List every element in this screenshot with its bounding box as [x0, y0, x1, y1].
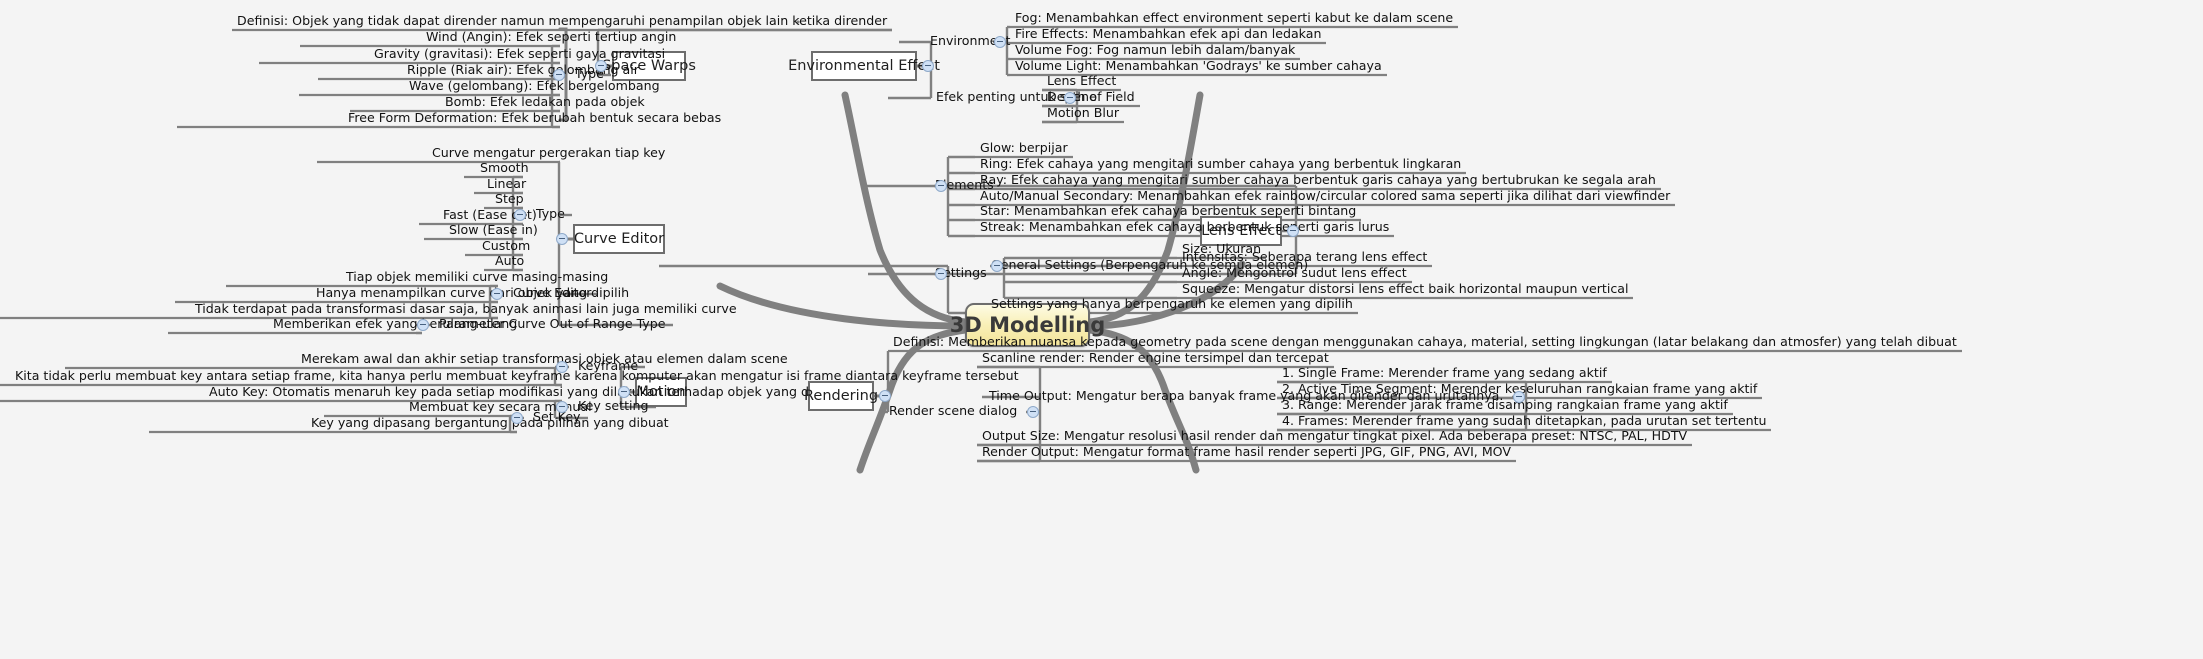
node-ffd[interactable]: Free Form Deformation: Efek berubah bent…: [348, 110, 722, 125]
root-node[interactable]: 3D Modelling: [950, 303, 1105, 347]
collapse-toggle-environmental-icon[interactable]: [922, 60, 934, 72]
node-membuat-key[interactable]: Membuat key secara manual: [409, 399, 592, 414]
node-tidak-terdapat[interactable]: Tidak terdapat pada transformasi dasar s…: [195, 301, 737, 316]
node-fog[interactable]: Fog: Menambahkan effect environment sepe…: [1015, 10, 1454, 25]
node-wave[interactable]: Wave (gelombang): Efek bergelombang: [409, 78, 660, 93]
collapse-toggle-keyframe-icon[interactable]: [556, 361, 568, 373]
node-fire-effects[interactable]: Fire Effects: Menambahkan efek api dan l…: [1015, 26, 1322, 41]
collapse-toggle-curve-type-icon[interactable]: [514, 209, 526, 221]
collapse-toggle-motion-icon[interactable]: [618, 386, 630, 398]
node-hanya-menampilkan[interactable]: Hanya menampilkan curve dari objek yang …: [316, 285, 630, 300]
collapse-toggle-space-warps-icon[interactable]: [595, 60, 607, 72]
collapse-toggle-lens-effect-icon[interactable]: [1287, 225, 1299, 237]
node-elements[interactable]: Elements: [935, 177, 994, 192]
node-lens-effect-sub[interactable]: Lens Effect: [1047, 73, 1117, 88]
node-space-warps-definisi[interactable]: Definisi: Objek yang tidak dapat dirende…: [237, 13, 888, 28]
node-ray[interactable]: Ray: Efek cahaya yang mengitari sumber c…: [980, 172, 1656, 187]
node-general-settings[interactable]: General Settings (Berpengaruh ke semua e…: [991, 257, 1309, 272]
node-settings[interactable]: Settings: [935, 265, 987, 280]
branch-space-warps[interactable]: Space Warps: [602, 51, 696, 81]
collapse-toggle-time-output-icon[interactable]: [1513, 391, 1525, 403]
node-render-scene-dialog[interactable]: Render scene dialog: [889, 403, 1018, 418]
node-depth-of-field[interactable]: Depth of Field: [1047, 89, 1135, 104]
node-active-time-segment[interactable]: 2. Active Time Segment: Merender keselur…: [1282, 381, 1758, 396]
node-scanline[interactable]: Scanline render: Render engine tersimpel…: [982, 350, 1329, 365]
node-gravity[interactable]: Gravity (gravitasi): Efek seperti gaya g…: [374, 46, 666, 61]
collapse-toggle-elements-icon[interactable]: [935, 180, 947, 192]
collapse-toggle-render-scene-icon[interactable]: [1027, 406, 1039, 418]
node-ring[interactable]: Ring: Efek cahaya yang mengitari sumber …: [980, 156, 1462, 171]
node-render-output[interactable]: Render Output: Mengatur format frame has…: [982, 444, 1511, 459]
node-streak[interactable]: Streak: Menambahkan efek cahaya berbentu…: [980, 219, 1390, 234]
node-settings-hanya[interactable]: Settings yang hanya berpengaruh ke eleme…: [991, 296, 1353, 311]
node-star[interactable]: Star: Menambahkan efek cahaya berbentuk …: [980, 203, 1357, 218]
branch-lens-effect[interactable]: Lens Effect: [1200, 216, 1282, 246]
node-frames[interactable]: 4. Frames: Merender frame yang sudah dit…: [1282, 413, 1767, 428]
node-step[interactable]: Step: [495, 191, 524, 206]
collapse-toggle-curve-editor-sub-icon[interactable]: [491, 288, 503, 300]
node-time-output[interactable]: Time Output: Mengatur berapa banyak fram…: [989, 388, 1504, 403]
collapse-toggle-general-settings-icon[interactable]: [991, 260, 1003, 272]
node-key-dipasang[interactable]: Key yang dipasang bergantung pada piliha…: [311, 415, 669, 430]
collapse-toggle-set-key-icon[interactable]: [511, 412, 523, 424]
node-slow-ease-in[interactable]: Slow (Ease in): [449, 222, 538, 237]
node-custom[interactable]: Custom: [482, 238, 531, 253]
node-auto[interactable]: Auto: [495, 253, 525, 268]
collapse-toggle-curve-editor-icon[interactable]: [556, 233, 568, 245]
collapse-toggle-rendering-icon[interactable]: [879, 390, 891, 402]
node-volume-light[interactable]: Volume Light: Menambahkan 'Godrays' ke s…: [1015, 58, 1382, 73]
node-rendering-definisi[interactable]: Definisi: Memberikan nuansa kepada geome…: [893, 334, 1957, 349]
node-merekam[interactable]: Merekam awal dan akhir setiap transforma…: [301, 351, 788, 366]
node-parameter-curve[interactable]: Parameter Curve Out of Range Type: [439, 316, 666, 331]
node-intensitas[interactable]: Intensitas: Seberapa terang lens effect: [1182, 249, 1428, 264]
node-ripple[interactable]: Ripple (Riak air): Efek gelombang air: [407, 62, 639, 77]
node-linear[interactable]: Linear: [487, 176, 527, 191]
node-volume-fog[interactable]: Volume Fog: Fog namun lebih dalam/banyak: [1015, 42, 1296, 57]
node-set-key[interactable]: Set Key: [533, 409, 581, 424]
node-squeeze[interactable]: Squeeze: Mengatur distorsi lens effect b…: [1182, 281, 1629, 296]
node-motion-blur[interactable]: Motion Blur: [1047, 105, 1119, 120]
node-smooth[interactable]: Smooth: [480, 160, 529, 175]
node-tiap-objek[interactable]: Tiap objek memiliki curve masing-masing: [346, 269, 609, 284]
node-keyframe[interactable]: Keyframe: [578, 358, 639, 373]
branch-curve-editor[interactable]: Curve Editor: [573, 224, 665, 254]
collapse-toggle-parameter-curve-icon[interactable]: [417, 319, 429, 331]
node-angle[interactable]: Angle: Mengontrol sudut lens effect: [1182, 265, 1407, 280]
node-glow[interactable]: Glow: berpijar: [980, 140, 1068, 155]
collapse-toggle-space-warps-type-icon[interactable]: [553, 69, 565, 81]
branch-motion[interactable]: Motion: [635, 377, 687, 407]
collapse-toggle-key-setting-icon[interactable]: [556, 401, 568, 413]
collapse-toggle-efek-penting-icon[interactable]: [1064, 92, 1076, 104]
node-kita-tidak-perlu[interactable]: Kita tidak perlu membuat key antara seti…: [15, 368, 1019, 383]
node-curve-type[interactable]: Type: [536, 206, 565, 221]
node-range[interactable]: 3. Range: Merender jarak frame disamping…: [1282, 397, 1728, 412]
node-auto-key[interactable]: Auto Key: Otomatis menaruh key pada seti…: [209, 384, 839, 399]
node-fast-ease-out[interactable]: Fast (Ease out): [443, 207, 537, 222]
node-environment[interactable]: Environment: [930, 33, 1011, 48]
node-single-frame[interactable]: 1. Single Frame: Merender frame yang sed…: [1282, 365, 1607, 380]
node-key-setting[interactable]: Key setting: [578, 398, 649, 413]
collapse-toggle-settings-icon[interactable]: [935, 268, 947, 280]
node-curve-editor-sub[interactable]: Curve Editor: [513, 285, 592, 300]
branch-rendering[interactable]: Rendering: [804, 381, 878, 411]
node-efek-penting[interactable]: Efek penting untuk scene: [936, 89, 1097, 104]
node-auto-manual-secondary[interactable]: Auto/Manual Secondary: Menambahkan efek …: [980, 188, 1671, 203]
node-size[interactable]: Size: Ukuran: [1182, 241, 1262, 256]
node-curve-mengatur[interactable]: Curve mengatur pergerakan tiap key: [432, 145, 666, 160]
node-output-size[interactable]: Output Size: Mengatur resolusi hasil ren…: [982, 428, 1688, 443]
collapse-toggle-environment-icon[interactable]: [994, 36, 1006, 48]
node-wind[interactable]: Wind (Angin): Efek seperti tertiup angin: [426, 29, 677, 44]
node-memberikan-efek[interactable]: Memberikan efek yang berulang-ulang: [273, 316, 518, 331]
branch-environmental-effect[interactable]: Environmental Effect: [788, 51, 940, 81]
node-bomb[interactable]: Bomb: Efek ledakan pada objek: [445, 94, 645, 109]
